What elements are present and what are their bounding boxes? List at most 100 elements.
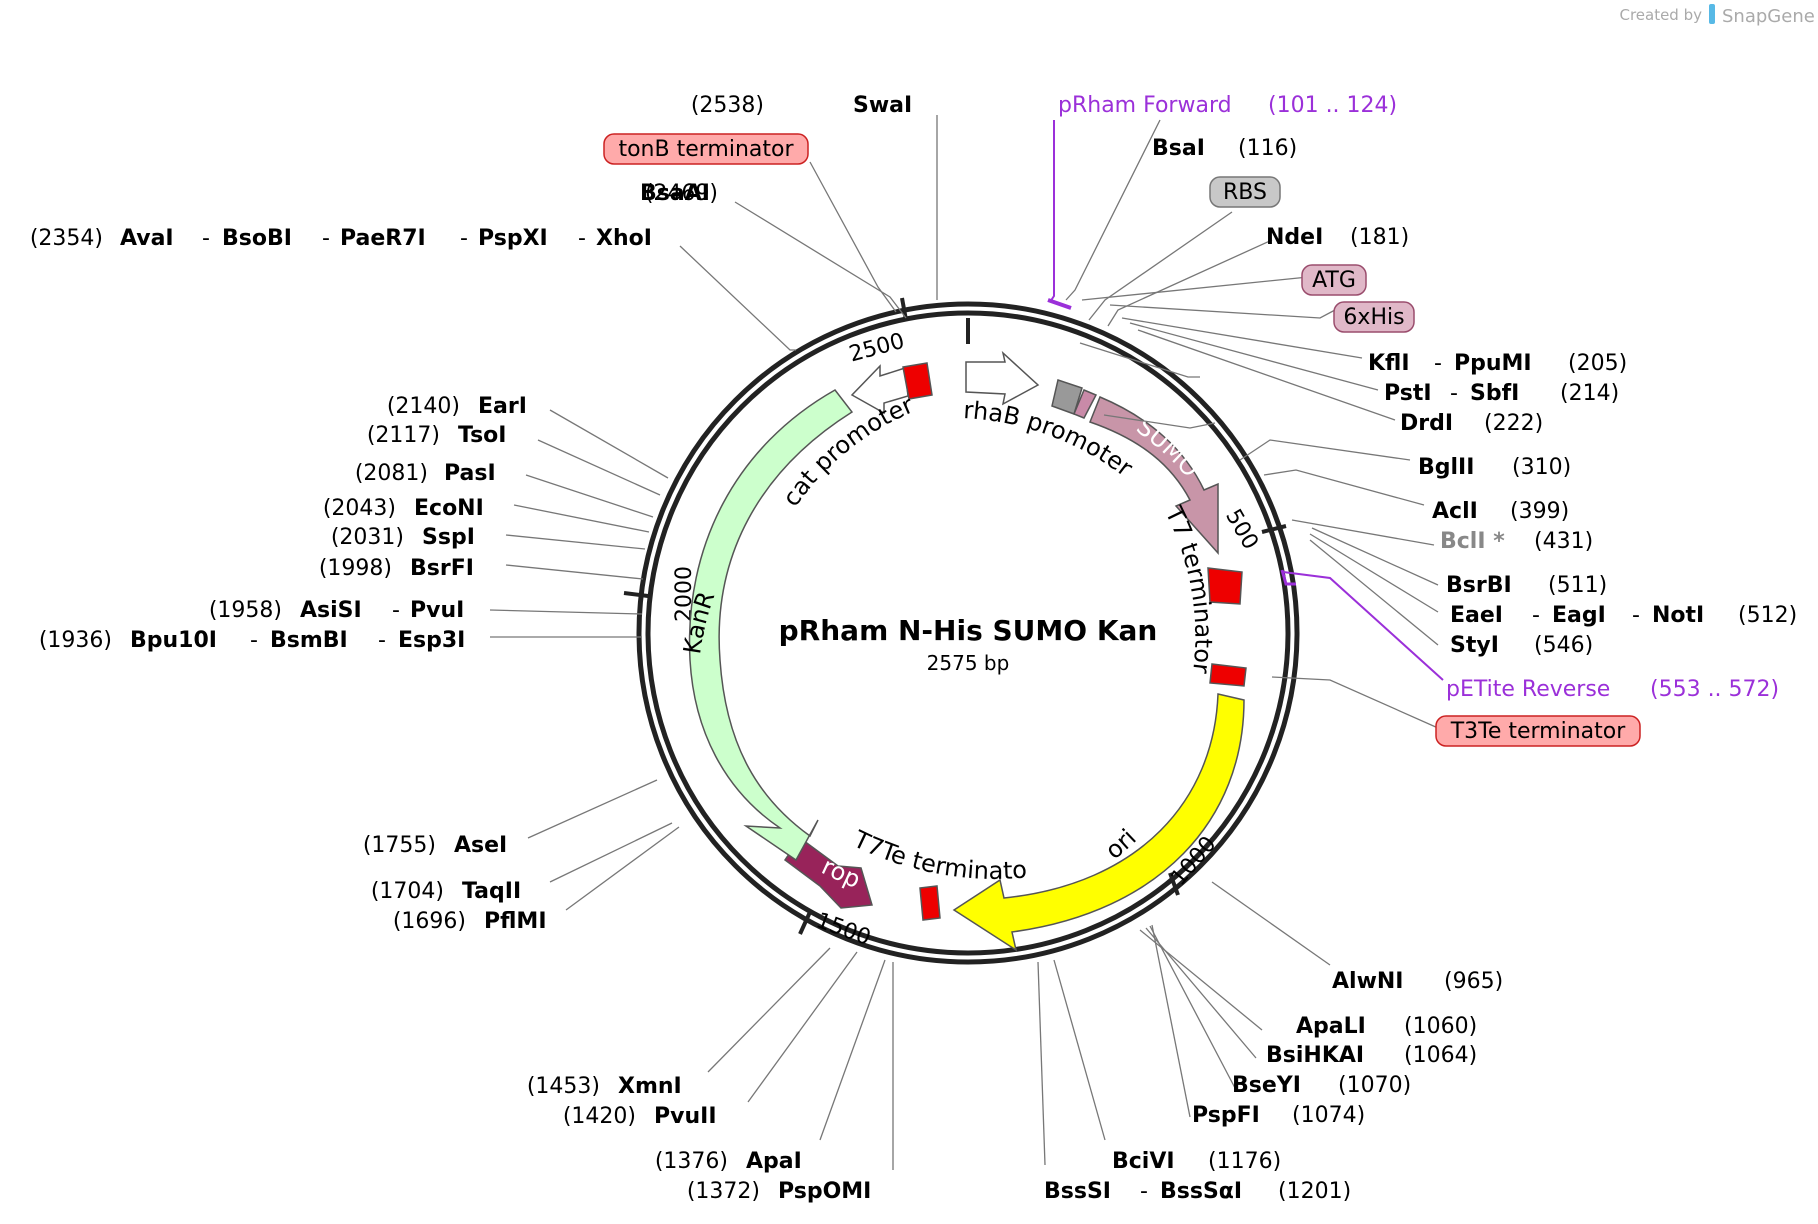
pvui-name[interactable]: PvuI bbox=[410, 598, 464, 623]
kanr-arrow[interactable] bbox=[688, 389, 854, 862]
primer-reverse-mark[interactable] bbox=[1280, 569, 1296, 586]
pspfi-name[interactable]: PspFI bbox=[1192, 1103, 1260, 1128]
pspomi-pos: (1372) bbox=[687, 1179, 760, 1204]
cat-promoter-arrow[interactable] bbox=[850, 364, 909, 415]
sbfi-name[interactable]: SbfI bbox=[1470, 381, 1519, 406]
rhab-promoter-arrow[interactable] bbox=[965, 350, 1040, 406]
bglii-pos: (310) bbox=[1512, 455, 1571, 480]
primer-reverse-name[interactable]: pETite Reverse bbox=[1446, 677, 1610, 702]
his-label-box[interactable] bbox=[1333, 301, 1415, 333]
bcli-name[interactable]: BclI * bbox=[1440, 529, 1505, 554]
t3te-label-box[interactable] bbox=[1435, 715, 1641, 747]
eari-name[interactable]: EarI bbox=[478, 394, 527, 419]
tonb-terminator-box[interactable] bbox=[902, 362, 933, 400]
bsobi-name[interactable]: BsoBI bbox=[222, 226, 292, 251]
rop-arrow[interactable] bbox=[783, 836, 873, 909]
pspomi-name[interactable]: PspOMI bbox=[778, 1179, 871, 1204]
pflmi-pos: (1696) bbox=[393, 909, 466, 934]
esp3i-name[interactable]: Esp3I bbox=[398, 628, 465, 653]
eaei-pos: (512) bbox=[1738, 603, 1797, 628]
t7-terminator-box[interactable] bbox=[1207, 567, 1243, 605]
taqii-name[interactable]: TaqII bbox=[462, 879, 521, 904]
eaei-name[interactable]: EaeI bbox=[1450, 603, 1503, 628]
sumo-arrow[interactable] bbox=[1089, 396, 1219, 555]
pflmi-name[interactable]: PflMI bbox=[484, 909, 547, 934]
svg-text:-: - bbox=[460, 226, 468, 251]
econi-name[interactable]: EcoNI bbox=[414, 496, 484, 521]
svg-text:-: - bbox=[1450, 381, 1458, 406]
ori-arrow[interactable] bbox=[952, 693, 1245, 952]
bcivi-name[interactable]: BciVI bbox=[1112, 1149, 1175, 1174]
bsmbi-name[interactable]: BsmBI bbox=[270, 628, 348, 653]
alwni-name[interactable]: AlwNI bbox=[1332, 969, 1404, 994]
bsrfi-name[interactable]: BsrFI bbox=[410, 556, 474, 581]
swai-name[interactable]: SwaI bbox=[853, 93, 912, 118]
t3te-label: T3Te terminator bbox=[1450, 719, 1627, 744]
pvuii-name[interactable]: PvuII bbox=[654, 1104, 717, 1129]
tsoi-pos: (2117) bbox=[367, 423, 440, 448]
sspi-pos: (2031) bbox=[331, 525, 404, 550]
asei-name[interactable]: AseI bbox=[454, 833, 507, 858]
pasi-name[interactable]: PasI bbox=[444, 461, 496, 486]
right-site-labels: pRham Forward (101 .. 124) BsaI (116) Nd… bbox=[1058, 93, 1797, 702]
tick-1500 bbox=[798, 911, 812, 935]
backbone-outer-ring bbox=[636, 301, 1300, 965]
xhoi-name[interactable]: XhoI bbox=[596, 226, 652, 251]
tsoi-name[interactable]: TsoI bbox=[458, 423, 506, 448]
bsssi-name[interactable]: BssSI bbox=[1044, 1179, 1111, 1204]
watermark-created-by: Created by bbox=[1619, 6, 1702, 24]
pspxi-name[interactable]: PspXI bbox=[478, 226, 548, 251]
bsssai-name[interactable]: BssSαI bbox=[1160, 1179, 1242, 1204]
primer-forward-range: (101 .. 124) bbox=[1268, 93, 1397, 118]
left-site-labels: (2538) SwaI (2469) BsaAI (2354) AvaI - B… bbox=[30, 93, 912, 1204]
svg-text:-: - bbox=[1532, 603, 1540, 628]
bsihkai-name[interactable]: BsiHKAI bbox=[1266, 1043, 1364, 1068]
asisi-name[interactable]: AsiSI bbox=[300, 598, 362, 623]
t3te-terminator-box[interactable] bbox=[1209, 663, 1247, 687]
psti-pos: (214) bbox=[1560, 381, 1619, 406]
svg-text:-: - bbox=[392, 598, 400, 623]
bpu10i-name[interactable]: Bpu10I bbox=[130, 628, 217, 653]
tick-1000 bbox=[1168, 872, 1180, 896]
apali-pos: (1060) bbox=[1404, 1014, 1477, 1039]
eagi-name[interactable]: EagI bbox=[1552, 603, 1606, 628]
bglii-name[interactable]: BglII bbox=[1418, 455, 1474, 480]
primer-reverse-leader bbox=[1282, 571, 1444, 681]
bsaai-pos: (2469) bbox=[645, 181, 718, 206]
tick-label-500: 500 bbox=[1220, 505, 1263, 554]
tick-2000 bbox=[623, 591, 649, 598]
xmni-name[interactable]: XmnI bbox=[618, 1074, 682, 1099]
acli-name[interactable]: AclI bbox=[1432, 499, 1478, 524]
bsrbi-pos: (511) bbox=[1548, 573, 1607, 598]
bcivi-pos: (1176) bbox=[1208, 1149, 1281, 1174]
site-leaders bbox=[489, 115, 1439, 1170]
atg-label-box[interactable] bbox=[1301, 264, 1367, 296]
rbs-label-box[interactable] bbox=[1209, 176, 1281, 208]
apali-name[interactable]: ApaLI bbox=[1296, 1014, 1366, 1039]
ndei-name[interactable]: NdeI bbox=[1266, 225, 1323, 250]
bseyi-name[interactable]: BseYI bbox=[1232, 1073, 1301, 1098]
bsihkai-pos: (1064) bbox=[1404, 1043, 1477, 1068]
kfli-name[interactable]: KflI bbox=[1368, 351, 1410, 376]
t7te-terminator-box[interactable] bbox=[919, 885, 941, 921]
psti-name[interactable]: PstI bbox=[1384, 381, 1432, 406]
bsai-name[interactable]: BsaI bbox=[1152, 136, 1205, 161]
bsrbi-name[interactable]: BsrBI bbox=[1446, 573, 1512, 598]
styi-name[interactable]: StyI bbox=[1450, 633, 1499, 658]
svg-text:-: - bbox=[322, 226, 330, 251]
drdi-name[interactable]: DrdI bbox=[1400, 411, 1453, 436]
noti-name[interactable]: NotI bbox=[1652, 603, 1704, 628]
tonb-label-box[interactable] bbox=[603, 133, 809, 165]
paer7i-name[interactable]: PaeR7I bbox=[340, 226, 426, 251]
apai-name[interactable]: ApaI bbox=[746, 1149, 802, 1174]
bsaai-name[interactable]: BsaAI bbox=[640, 181, 710, 206]
primer-forward-mark[interactable] bbox=[1047, 298, 1072, 310]
his-tag-box[interactable] bbox=[1073, 389, 1098, 419]
sspi-name[interactable]: SspI bbox=[422, 525, 475, 550]
primer-forward-name[interactable]: pRham Forward bbox=[1058, 93, 1232, 118]
svg-text:-: - bbox=[1632, 603, 1640, 628]
apai-pos: (1376) bbox=[655, 1149, 728, 1174]
avai-name[interactable]: AvaI bbox=[120, 226, 174, 251]
ppumi-name[interactable]: PpuMI bbox=[1454, 351, 1532, 376]
